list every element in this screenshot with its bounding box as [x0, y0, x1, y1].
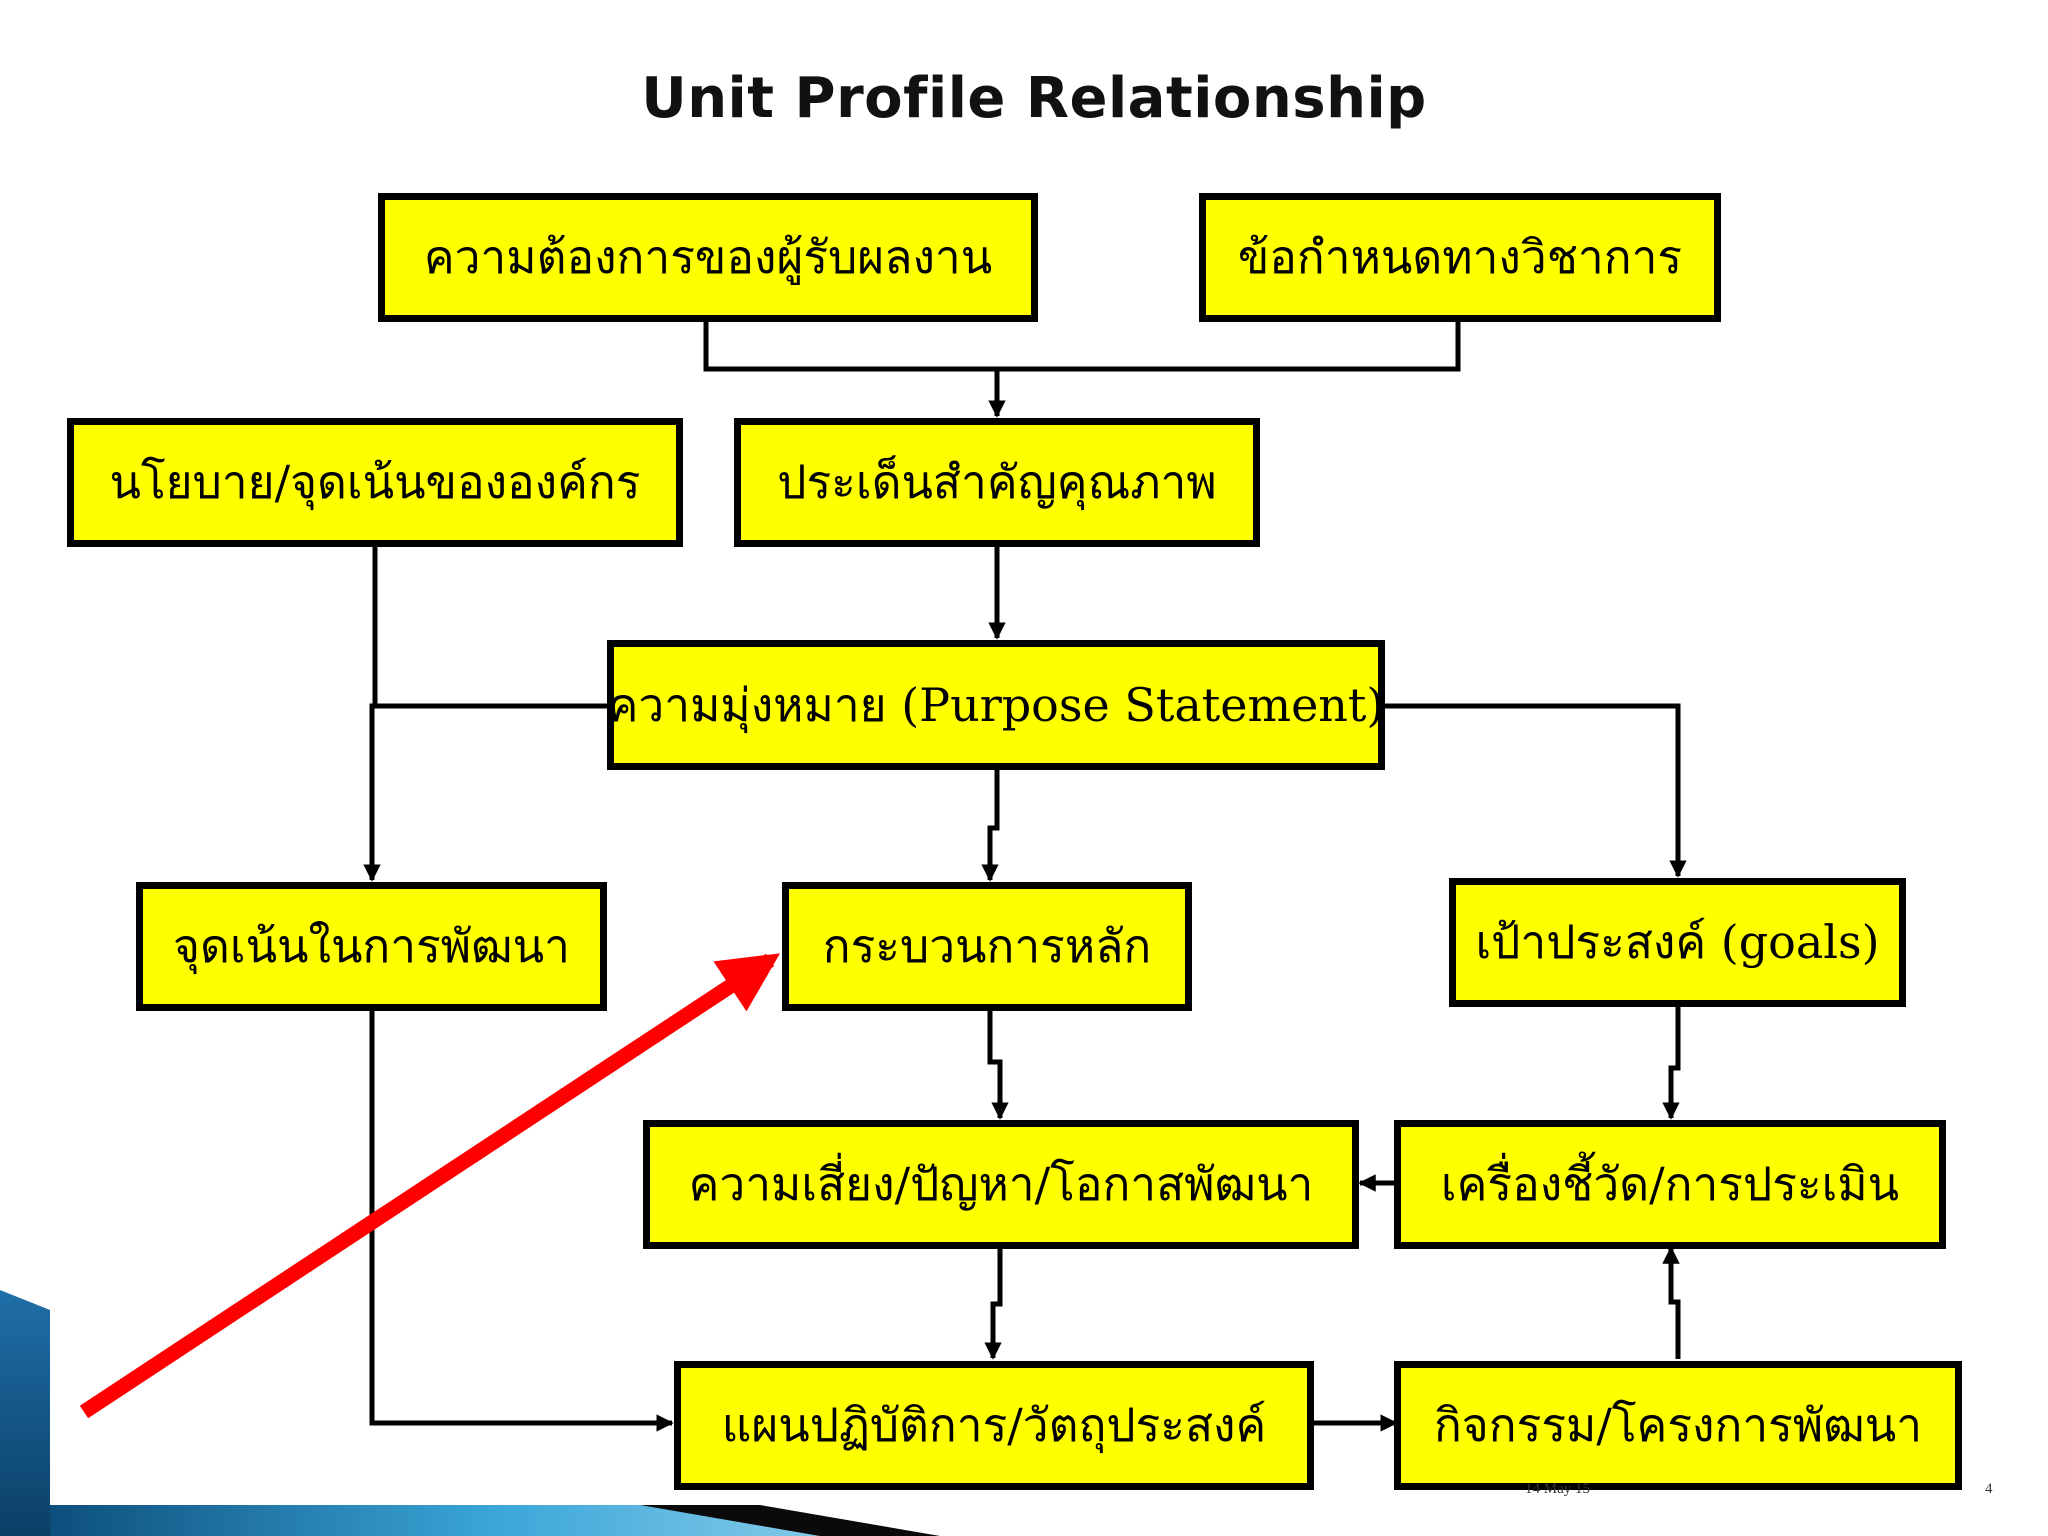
- node-org-policy-label: นโยบาย/จุดเน้นขององค์กร: [109, 455, 641, 509]
- bottom-band-dark: [640, 1505, 940, 1536]
- connector-needs-to-merge: [703, 318, 1461, 372]
- page-number: 4: [1985, 1481, 1993, 1497]
- node-org-policy: นโยบาย/จุดเน้นขององค์กร: [67, 418, 683, 547]
- corner-wedge-left: [0, 1290, 50, 1536]
- node-purpose-statement: ความมุ่งหมาย (Purpose Statement): [607, 640, 1385, 770]
- node-professional-requirements: ข้อกำหนดทางวิชาการ: [1199, 193, 1721, 322]
- footer-date: 14 May 15: [1525, 1481, 1590, 1497]
- node-customer-needs: ความต้องการของผู้รับผลงาน: [378, 193, 1038, 322]
- connector-purpose-to-goals: [1381, 703, 1687, 878]
- node-customer-needs-label: ความต้องการของผู้รับผลงาน: [423, 230, 993, 284]
- red-pointer-arrow: [79, 953, 781, 1419]
- node-risks-opportunities: ความเสี่ยง/ปัญหา/โอกาสพัฒนา: [643, 1120, 1359, 1249]
- bottom-band: [50, 1505, 940, 1536]
- node-indicators-evaluation: เครื่องชี้วัด/การประเมิน: [1394, 1120, 1946, 1249]
- connector-risks-to-plan: [984, 1246, 1003, 1360]
- connector-focus-to-plan: [369, 1008, 674, 1432]
- node-purpose-statement-label: ความมุ่งหมาย (Purpose Statement): [607, 677, 1385, 732]
- node-development-focus-label: จุดเน้นในการพัฒนา: [173, 919, 570, 973]
- connector-purpose-to-core: [981, 768, 1000, 882]
- node-core-process-label: กระบวนการหลัก: [822, 919, 1152, 973]
- node-indicators-evaluation-label: เครื่องชี้วัด/การประเมิน: [1440, 1157, 1900, 1211]
- node-improvement-activities-label: กิจกรรม/โครงการพัฒนา: [1433, 1398, 1923, 1452]
- connector-activities-to-indicators: [1662, 1246, 1681, 1359]
- node-improvement-activities: กิจกรรม/โครงการพัฒนา: [1394, 1361, 1962, 1490]
- connector-goals-to-indicators: [1662, 1006, 1681, 1120]
- node-key-quality-issues-label: ประเด็นสำคัญคุณภาพ: [777, 455, 1217, 509]
- node-core-process: กระบวนการหลัก: [782, 882, 1192, 1011]
- node-action-plan-label: แผนปฏิบัติการ/วัตถุประสงค์: [721, 1398, 1267, 1452]
- node-risks-opportunities-label: ความเสี่ยง/ปัญหา/โอกาสพัฒนา: [688, 1157, 1314, 1211]
- node-key-quality-issues: ประเด็นสำคัญคุณภาพ: [734, 418, 1260, 547]
- diagram-title: Unit Profile Relationship: [641, 66, 1427, 131]
- connector-purpose-to-focus: [363, 703, 612, 882]
- node-goals-label: เป้าประสงค์ (goals): [1475, 915, 1880, 969]
- node-professional-requirements-label: ข้อกำหนดทางวิชาการ: [1237, 230, 1683, 284]
- node-action-plan: แผนปฏิบัติการ/วัตถุประสงค์: [674, 1361, 1314, 1490]
- node-development-focus: จุดเน้นในการพัฒนา: [136, 882, 607, 1011]
- connector-core-to-risks: [987, 1008, 1009, 1120]
- node-goals: เป้าประสงค์ (goals): [1449, 878, 1906, 1007]
